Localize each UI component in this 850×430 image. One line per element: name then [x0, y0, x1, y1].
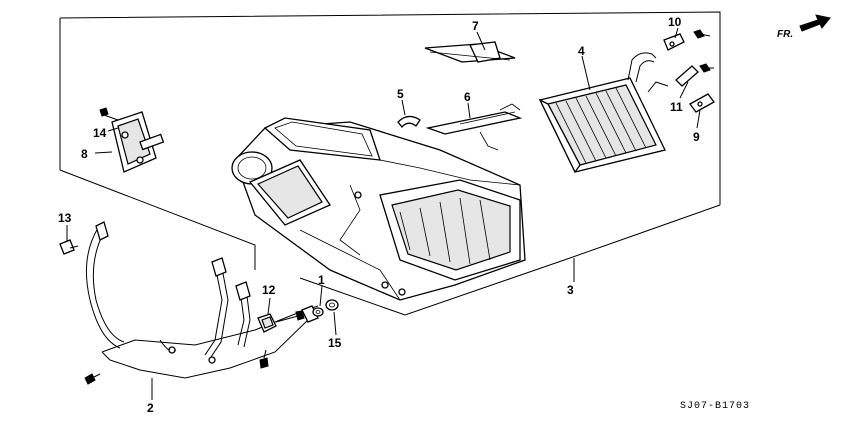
part-flange-nut — [325, 299, 339, 311]
drawing-code: SJ07-B1703 — [680, 401, 750, 412]
part-screw-upper — [693, 29, 711, 39]
part-actuator — [99, 107, 165, 173]
part-small-clip — [397, 115, 421, 129]
callout-7: 7 — [472, 19, 479, 33]
front-direction-arrow — [799, 14, 831, 32]
callout-14: 14 — [93, 126, 107, 140]
part-mounting-bracket — [85, 221, 319, 379]
part-heater-core — [538, 52, 669, 174]
front-direction-label: FR. — [777, 29, 793, 40]
callout-1: 1 — [318, 273, 325, 287]
part-heater-unit — [231, 117, 526, 301]
part-bracket-screw-left — [84, 373, 101, 385]
part-pipe-clamp-upper — [663, 33, 685, 51]
part-screw-middle — [699, 63, 714, 73]
callout-2: 2 — [147, 401, 154, 415]
assembly-boundary — [59, 11, 721, 316]
callout-12: 12 — [262, 283, 276, 297]
callout-9: 9 — [693, 130, 700, 144]
part-duct-cover — [424, 41, 516, 63]
callout-8: 8 — [81, 147, 88, 161]
part-clip-nut — [257, 310, 305, 333]
part-pipe-clamp-lower — [689, 93, 715, 113]
part-flange-bolt — [59, 239, 79, 255]
callout-5: 5 — [397, 87, 404, 101]
part-washer — [312, 307, 324, 317]
part-pipe-clamp-middle — [675, 65, 699, 87]
part-flap-plate — [425, 103, 523, 151]
part-bracket-screw-center — [259, 349, 269, 369]
callout-15: 15 — [328, 336, 342, 350]
callout-4: 4 — [578, 44, 585, 58]
callout-11: 11 — [670, 100, 683, 114]
leader-lines — [66, 27, 701, 400]
front-direction-indicator: FR. — [777, 14, 831, 40]
callout-3: 3 — [567, 283, 574, 297]
callout-10: 10 — [668, 15, 682, 29]
callout-13: 13 — [58, 211, 72, 225]
callout-labels: 1 2 3 4 5 6 7 8 9 10 11 12 13 14 15 — [58, 15, 700, 415]
callout-6: 6 — [464, 90, 471, 104]
